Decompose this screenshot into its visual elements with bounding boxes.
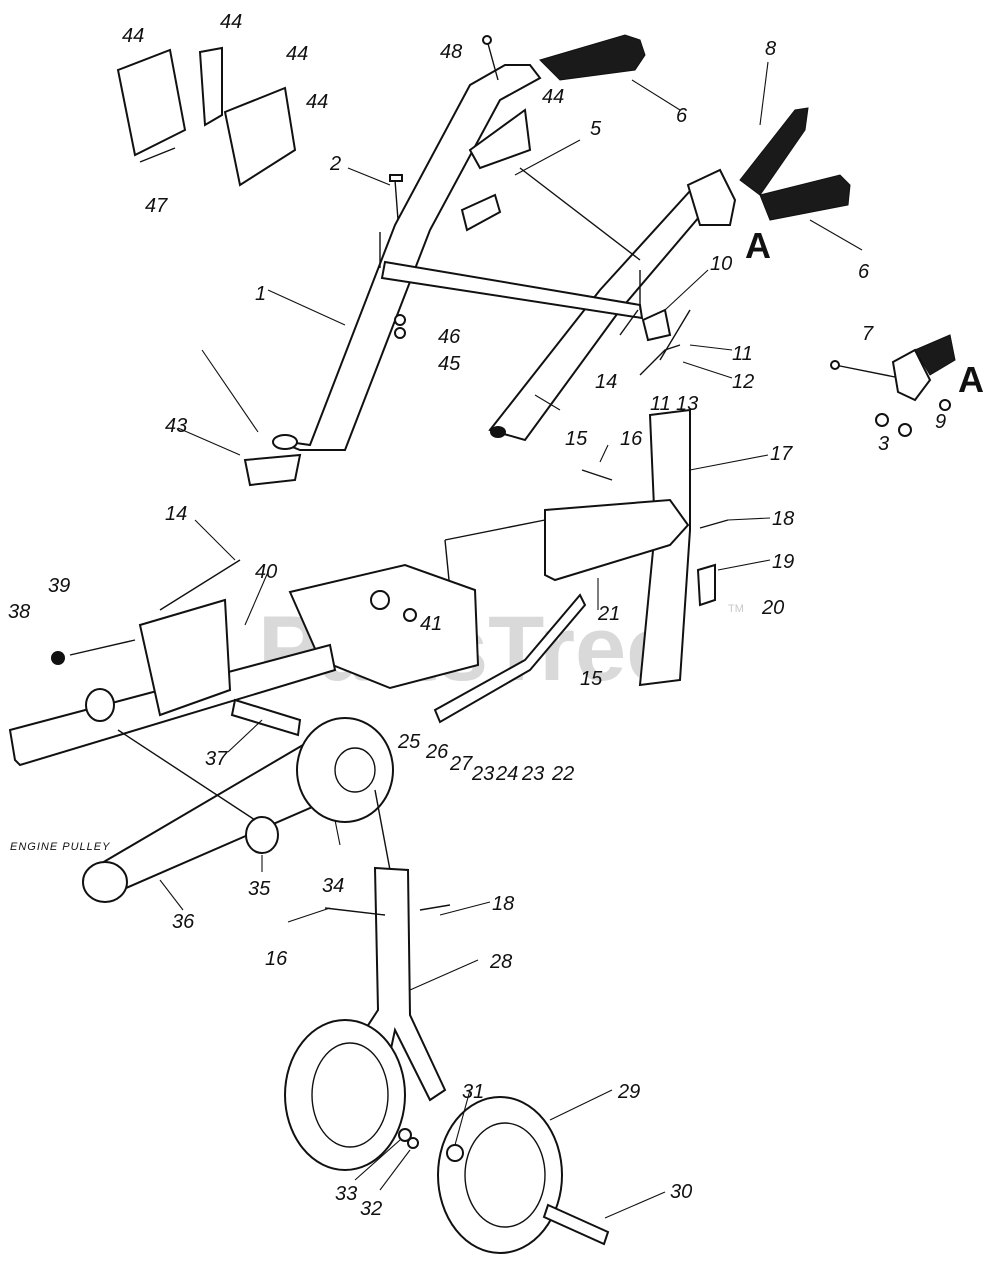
callout-45: 45	[438, 353, 461, 375]
handle-assembly	[243, 34, 851, 487]
engine-pulley-label: ENGINE PULLEY	[10, 841, 110, 853]
callout-1: 1	[255, 283, 266, 305]
callout-44-a: 44	[122, 25, 144, 47]
callout-9: 9	[935, 411, 946, 433]
callout-2: 2	[329, 153, 341, 175]
wheel-bracket-group	[284, 866, 610, 1254]
callout-8: 8	[765, 38, 776, 60]
callout-48: 48	[440, 41, 462, 63]
callout-40: 40	[255, 561, 277, 583]
callout-27: 27	[449, 753, 473, 775]
callout-34: 34	[322, 875, 344, 897]
callout-41: 41	[420, 613, 442, 635]
callout-6-left: 6	[676, 105, 688, 127]
callout-25: 25	[397, 731, 421, 753]
callout-6-right: 6	[858, 261, 870, 283]
callout-47: 47	[145, 195, 168, 217]
callout-32: 32	[360, 1198, 382, 1220]
detail-a-group	[830, 334, 956, 437]
callout-18-upper: 18	[772, 508, 794, 530]
callout-35: 35	[248, 878, 271, 900]
callout-11-lower: 11	[650, 393, 671, 415]
ref-a-detail: A	[958, 359, 984, 400]
callout-37: 37	[205, 748, 228, 770]
callout-7: 7	[862, 323, 874, 345]
callout-labels: 1 2 3 5 6 6 7 8 9 10 11 11 12 13 14 14 1…	[8, 11, 946, 1220]
callout-19: 19	[772, 551, 794, 573]
callout-29: 29	[617, 1081, 640, 1103]
callout-20: 20	[761, 597, 784, 619]
callout-16-upper: 16	[620, 428, 643, 450]
callout-15-upper: 15	[565, 428, 588, 450]
callout-15-lower: 15	[580, 668, 603, 690]
callout-44-b: 44	[220, 11, 242, 33]
callout-10: 10	[710, 253, 732, 275]
callout-33: 33	[335, 1183, 357, 1205]
callout-30: 30	[670, 1181, 692, 1203]
callout-36: 36	[172, 911, 195, 933]
frame-assembly	[288, 408, 729, 724]
callout-18-lower: 18	[492, 893, 514, 915]
callout-23-right: 23	[521, 763, 544, 785]
callout-44-c: 44	[286, 43, 308, 65]
callout-23-left: 23	[471, 763, 494, 785]
callout-16-lower: 16	[265, 948, 288, 970]
callout-11-upper: 11	[732, 343, 753, 365]
callout-24: 24	[495, 763, 518, 785]
callout-3: 3	[878, 433, 889, 455]
callout-28: 28	[489, 951, 512, 973]
callout-44-d: 44	[306, 91, 328, 113]
callout-5: 5	[590, 118, 602, 140]
watermark-trademark: TM	[728, 603, 744, 615]
callout-38: 38	[8, 601, 30, 623]
leader-lines	[159, 61, 863, 1219]
shaft-assembly	[8, 559, 337, 767]
ref-a-handle: A	[745, 225, 771, 266]
callout-14-upper: 14	[595, 371, 617, 393]
callout-31: 31	[462, 1081, 484, 1103]
callout-14-lower: 14	[165, 503, 187, 525]
callout-44-e: 44	[542, 86, 564, 108]
callout-22: 22	[551, 763, 574, 785]
callout-12: 12	[732, 371, 754, 393]
callout-39: 39	[48, 575, 70, 597]
callout-21: 21	[597, 603, 620, 625]
drive-belt-group	[82, 717, 394, 903]
bracket-44-group	[116, 46, 297, 187]
callout-13: 13	[676, 393, 698, 415]
callout-17: 17	[770, 443, 793, 465]
callout-26: 26	[425, 741, 449, 763]
callout-46: 46	[438, 326, 461, 348]
callout-43: 43	[165, 415, 187, 437]
